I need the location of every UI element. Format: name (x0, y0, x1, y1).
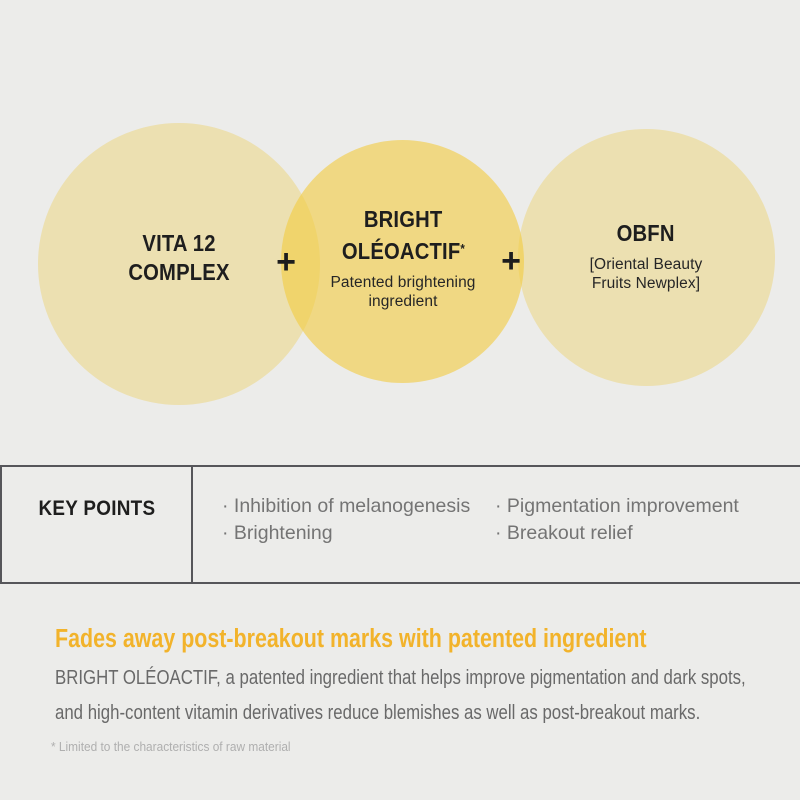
key-points-list-cell: · Inhibition of melanogenesis · Brighten… (193, 467, 800, 582)
key-point-item: · Brightening (222, 522, 333, 544)
circle-obfn (518, 129, 775, 386)
benefit-description-line: BRIGHT OLÉOACTIF, a patented ingredient … (55, 667, 746, 689)
circle-bright-oleoactif (281, 140, 524, 383)
benefit-description-line: and high-content vitamin derivatives red… (55, 702, 701, 724)
key-points-title: KEY POINTS (38, 497, 155, 520)
key-points-section: KEY POINTS · Inhibition of melanogenesis… (0, 465, 800, 584)
circle-title-line: VITA 12 (142, 230, 216, 256)
circle-label-vita12-complex: VITA 12 COMPLEX (121, 229, 236, 287)
circle-vita12-complex (38, 123, 320, 405)
circle-title-line: OLÉOACTIF* (341, 238, 465, 264)
key-points-column: · Pigmentation improvement · Breakout re… (495, 493, 739, 547)
plus-icon: + (276, 243, 296, 281)
circle-label-bright-oleoactif: BRIGHT OLÉOACTIF* Patented brightening i… (330, 205, 475, 311)
circle-title-line: COMPLEX (128, 259, 230, 285)
circle-subtitle-line: [Oriental Beauty (589, 256, 703, 273)
circle-label-obfn: OBFN [Oriental Beauty Fruits Newplex] (590, 219, 703, 293)
plus-icon: + (501, 242, 521, 280)
footnote-asterisk: * (459, 241, 465, 256)
circle-title-line: OBFN (616, 220, 676, 246)
key-point-item: · Inhibition of melanogenesis (222, 495, 471, 517)
key-point-item: · Breakout relief (495, 522, 633, 544)
key-point-item: · Pigmentation improvement (495, 495, 739, 517)
key-points-header-cell: KEY POINTS (2, 467, 193, 582)
circle-title-line: BRIGHT (363, 206, 443, 232)
key-points-column: · Inhibition of melanogenesis · Brighten… (222, 493, 495, 547)
circle-subtitle-line: Patented brightening (330, 274, 476, 291)
benefit-heading: Fades away post-breakout marks with pate… (55, 625, 647, 653)
circle-subtitle-line: Fruits Newplex] (591, 275, 701, 292)
circle-subtitle-line: ingredient (368, 293, 438, 310)
footnote: * Limited to the characteristics of raw … (51, 740, 291, 754)
benefit-description: BRIGHT OLÉOACTIF, a patented ingredient … (55, 661, 800, 731)
